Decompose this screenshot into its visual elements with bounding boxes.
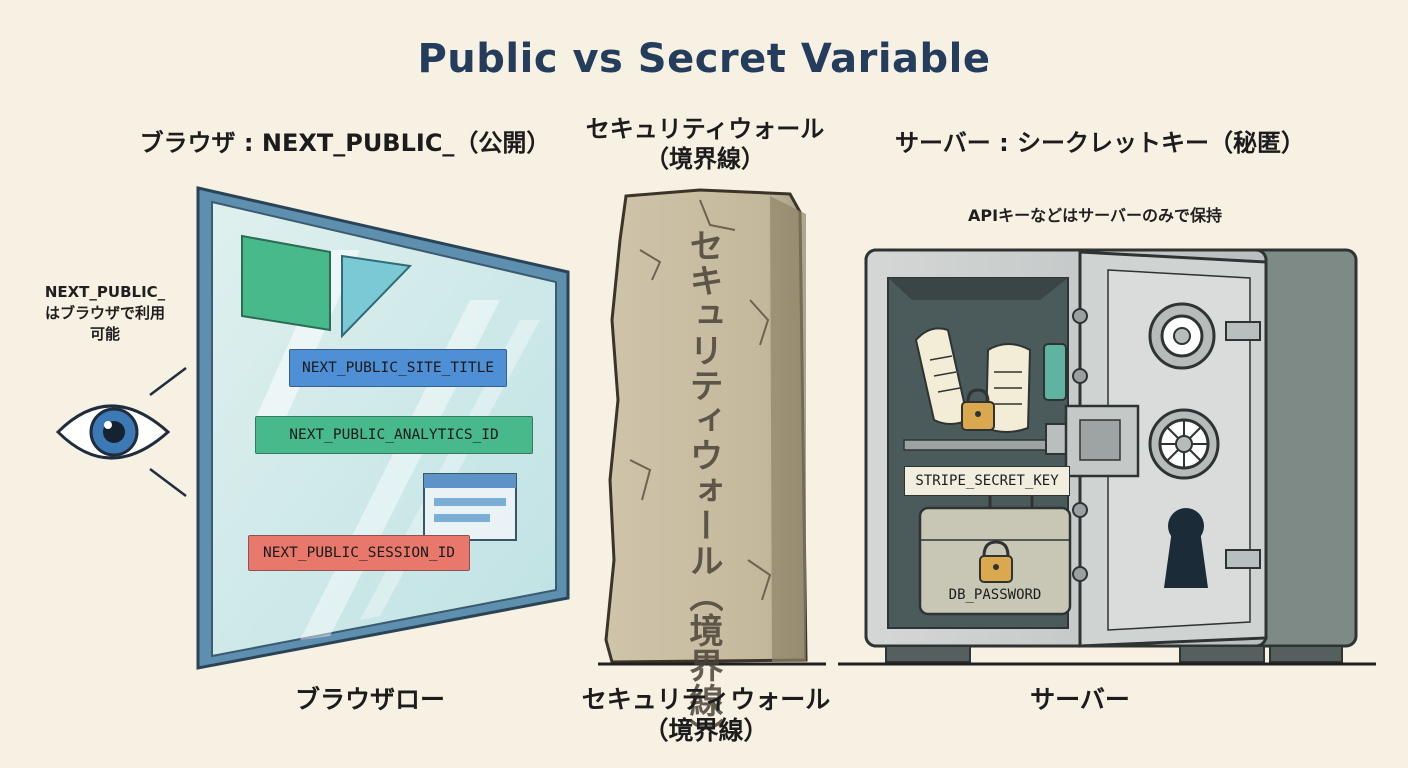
wall-vertical-text: セキュリティウォール（境界線）: [683, 228, 723, 753]
wall-heading: セキュリティウォール （境界線）: [560, 114, 850, 174]
stone-wall-icon: [598, 188, 826, 666]
api-note: APIキーなどはサーバーのみで保持: [968, 206, 1222, 225]
eye-note-line3: 可能: [89, 325, 120, 343]
eye-note: NEXT_PUBLIC_ はブラウザで利用 可能: [20, 282, 190, 345]
padlock-icon: [961, 388, 995, 431]
server-heading: サーバー : シークレットキー（秘匿）: [894, 129, 1306, 157]
keyhole-icon: [1164, 508, 1208, 588]
padlock-icon: [979, 540, 1013, 583]
eye-icon: [55, 367, 187, 497]
public-var-analytics-id: NEXT_PUBLIC_ANALYTICS_ID: [255, 416, 533, 454]
browser-heading: ブラウザ : NEXT_PUBLIC_（公開）: [139, 129, 551, 157]
server-caption: サーバー: [1030, 685, 1130, 714]
safe-icon: [838, 248, 1376, 666]
wall-caption: セキュリティウォール （境界線）: [560, 684, 852, 746]
wall-heading-line2: （境界線）: [645, 145, 765, 173]
eye-note-line2: はブラウザで利用: [44, 304, 165, 322]
secret-var-stripe-key: STRIPE_SECRET_KEY: [904, 466, 1070, 496]
wall-caption-line2: （境界線）: [643, 716, 769, 745]
eye-note-line1: NEXT_PUBLIC_: [44, 283, 166, 301]
browser-caption: ブラウザロー: [294, 685, 445, 714]
public-var-site-title: NEXT_PUBLIC_SITE_TITLE: [289, 349, 507, 387]
public-var-session-id: NEXT_PUBLIC_SESSION_ID: [248, 535, 470, 571]
wall-caption-line1: セキュリティウォール: [581, 685, 831, 714]
page-title: Public vs Secret Variable: [417, 36, 991, 82]
secret-var-db-password: DB_PASSWORD: [948, 587, 1042, 603]
dial-icon: [1148, 408, 1220, 480]
wall-heading-line1: セキュリティウォール: [585, 115, 825, 143]
dial-icon: [1148, 302, 1216, 370]
